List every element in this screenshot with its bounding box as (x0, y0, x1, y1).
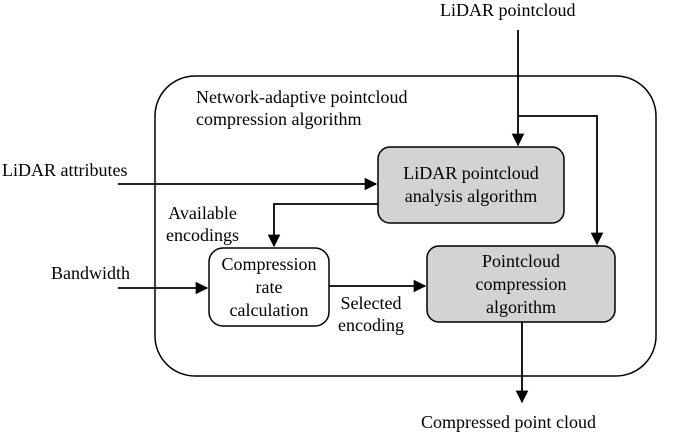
compression-block-label: Pointcloud compression algorithm (475, 250, 567, 317)
bandwidth-input-label: Bandwidth (51, 263, 130, 283)
algorithm-container (154, 75, 657, 377)
available-encodings-arrow (267, 203, 378, 248)
available-encodings-label: Available encodings (166, 203, 239, 245)
analysis-block-label: LiDAR pointcloud analysis algorithm (403, 163, 539, 206)
pointcloud-input-label: LiDAR pointcloud (440, 0, 576, 20)
attributes-input-label: LiDAR attributes (2, 160, 128, 180)
pointcloud-to-compression-arrow (518, 115, 604, 246)
compression-block (426, 245, 616, 323)
analysis-block (377, 146, 565, 224)
selected-encoding-label: Selected encoding (338, 293, 404, 335)
container-title: Network-adaptive pointcloud compression … (196, 87, 408, 129)
rate-calculation-block (208, 247, 330, 327)
rate-calculation-block-label: Compression rate calculation (221, 253, 317, 320)
output-label: Compressed point cloud (421, 412, 596, 432)
